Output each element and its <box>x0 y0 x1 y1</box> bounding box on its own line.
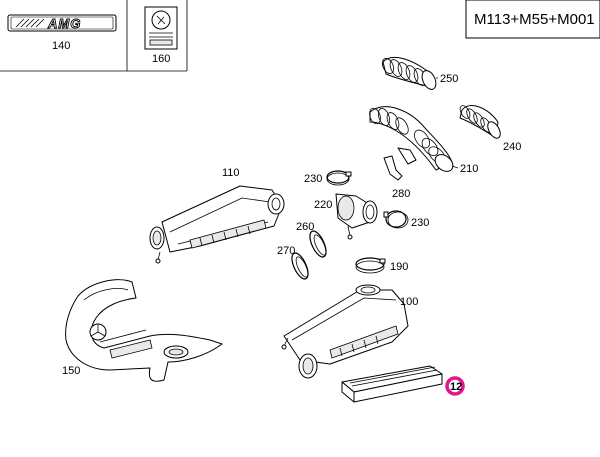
callout-260[interactable]: 260 <box>296 221 314 233</box>
callout-220[interactable]: 220 <box>314 199 332 211</box>
model-code: M113+M55+M001 <box>474 11 595 28</box>
corrugated-hose-240[interactable] <box>458 104 503 140</box>
callout-190[interactable]: 190 <box>390 261 408 273</box>
label-sticker-thumbnail[interactable]: 160 <box>144 6 178 65</box>
sealing-ring-270[interactable] <box>289 251 312 281</box>
air-filter-housing-110[interactable] <box>149 185 285 264</box>
part-number-140[interactable]: 140 <box>52 40 70 52</box>
callout-280[interactable]: 280 <box>392 188 410 200</box>
hose-corrugations <box>381 58 437 90</box>
corrugated-hose-210[interactable] <box>368 106 457 175</box>
callout-100[interactable]: 100 <box>400 296 418 308</box>
filter-pleats <box>349 366 438 387</box>
air-filter-element-120[interactable] <box>341 365 443 403</box>
callout-230-lower[interactable]: 230 <box>411 217 429 229</box>
amg-logo-text: AMG <box>47 16 81 31</box>
callout-150[interactable]: 150 <box>62 365 80 377</box>
part-number-160[interactable]: 160 <box>152 53 170 65</box>
mercedes-star-icon <box>89 323 107 341</box>
hose-clamp-230-upper[interactable] <box>326 170 352 186</box>
air-filter-housing-100[interactable] <box>281 284 409 379</box>
callout-120-highlight <box>445 376 465 396</box>
callout-270[interactable]: 270 <box>277 245 295 257</box>
callout-210[interactable]: 210 <box>460 163 478 175</box>
callout-250[interactable]: 250 <box>440 73 458 85</box>
callout-120[interactable]: 120 <box>450 381 468 393</box>
callout-110[interactable]: 110 <box>222 167 240 179</box>
leader-210 <box>451 165 459 169</box>
thumbnail-panel <box>0 0 188 72</box>
model-code-box: M113+M55+M001 <box>465 0 600 39</box>
housing-100-ribs <box>339 335 379 357</box>
hose-clamp-190[interactable] <box>355 257 386 274</box>
hose-clamp-230-lower[interactable] <box>383 210 409 229</box>
callout-230-upper[interactable]: 230 <box>304 173 322 185</box>
callout-240[interactable]: 240 <box>503 141 521 153</box>
sealing-ring-260[interactable] <box>307 229 330 259</box>
housing-110-ribs <box>199 225 251 247</box>
adapter-elbow-220[interactable] <box>335 193 378 240</box>
engine-cover-150[interactable] <box>65 279 223 382</box>
corrugated-hose-250[interactable] <box>380 57 439 92</box>
bracket-280[interactable] <box>383 147 417 181</box>
amg-stripes <box>15 18 45 28</box>
amg-badge-thumbnail[interactable]: AMG 140 <box>7 14 117 52</box>
